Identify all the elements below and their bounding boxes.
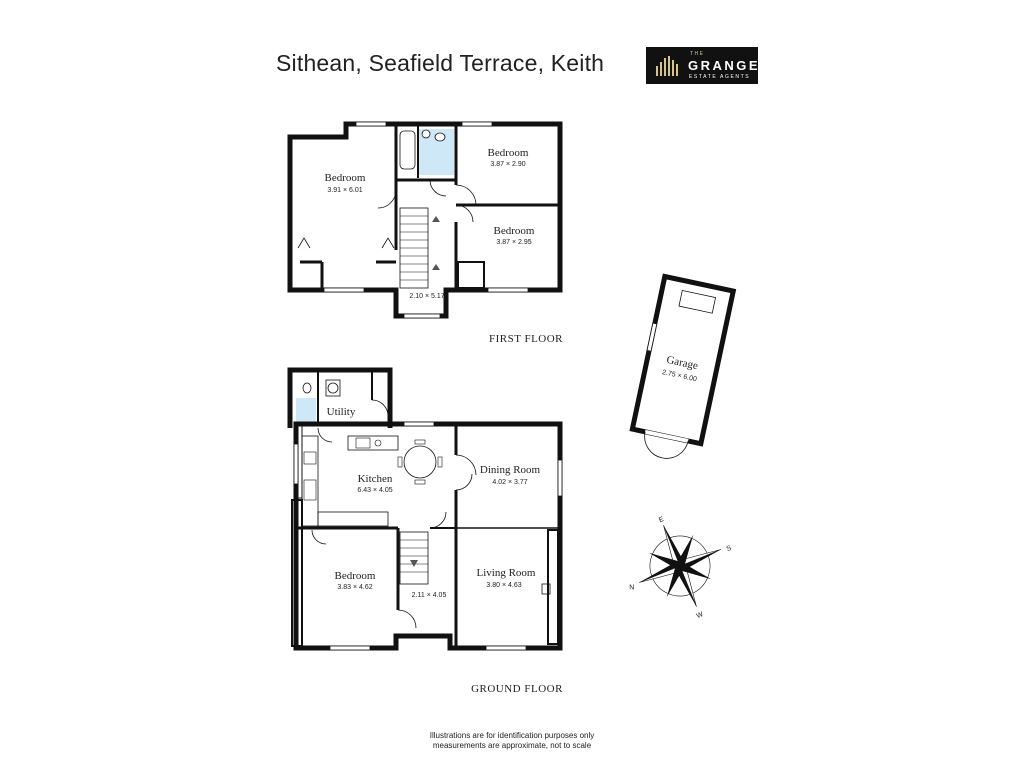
room-label: Living Room bbox=[477, 567, 536, 579]
room-label: Garage bbox=[665, 354, 699, 372]
room-label: Bedroom bbox=[488, 147, 529, 159]
room-dimensions: 2.75 × 6.00 bbox=[661, 369, 697, 383]
ground-floor-stairs bbox=[399, 531, 429, 585]
stairs-up-arrow-icon bbox=[432, 264, 440, 270]
agency-logo: THE GRANGE ESTATE AGENTS bbox=[646, 47, 758, 84]
floor-label: FIRST FLOOR bbox=[489, 333, 563, 345]
room-dimensions: 6.43 × 4.05 bbox=[357, 487, 392, 494]
sink-icon bbox=[421, 129, 431, 139]
room-label: Bedroom bbox=[325, 172, 366, 184]
room-label: Bedroom bbox=[494, 225, 535, 237]
compass-north-label: N bbox=[629, 584, 634, 591]
dining-table-icon bbox=[403, 445, 437, 479]
compass-west-label: W bbox=[696, 611, 705, 620]
room-dimensions: 2.11 × 4.05 bbox=[412, 592, 447, 599]
compass-rose-icon: N E S W bbox=[629, 516, 733, 620]
room-label: Bedroom bbox=[335, 570, 376, 582]
page-title: Sithean, Seafield Terrace, Keith bbox=[276, 50, 605, 76]
logo-line-3: ESTATE AGENTS bbox=[689, 74, 751, 80]
disclaimer-line-2: measurements are approximate, not to sca… bbox=[432, 741, 592, 750]
toilet-icon bbox=[434, 132, 446, 142]
room-dimensions: 3.83 × 4.62 bbox=[337, 584, 372, 591]
logo-bars-icon bbox=[656, 56, 678, 76]
stairs-down-arrow-icon bbox=[432, 216, 440, 222]
garage-plan: Garage 2.75 × 6.00 bbox=[629, 273, 737, 459]
first-floor-plan: Bedroom 3.91 × 6.01 Bedroom 3.87 × 2.90 … bbox=[287, 121, 563, 345]
room-label: Dining Room bbox=[480, 464, 541, 476]
first-floor-stairs bbox=[399, 207, 440, 289]
floor-label: GROUND FLOOR bbox=[471, 683, 563, 695]
stairs-down-arrow-icon bbox=[410, 560, 418, 567]
room-label: Utility bbox=[327, 406, 356, 418]
room-dimensions: 4.02 × 3.77 bbox=[492, 479, 527, 486]
room-dimensions: 3.87 × 2.90 bbox=[490, 161, 525, 168]
room-label: Kitchen bbox=[358, 473, 393, 485]
room-dimensions: 3.80 × 4.63 bbox=[486, 582, 521, 589]
bath-icon bbox=[399, 130, 416, 170]
compass-east-label: E bbox=[658, 516, 665, 524]
logo-line-2: GRANGE bbox=[688, 58, 761, 73]
logo-line-1: THE bbox=[690, 51, 705, 57]
disclaimer-line-1: Illustrations are for identification pur… bbox=[429, 731, 595, 740]
ground-floor-outer-wall bbox=[293, 421, 563, 651]
room-dimensions: 3.87 × 2.95 bbox=[496, 239, 531, 246]
ground-floor-plan: Utility Kitchen 6.43 × 4.05 Dining Room … bbox=[287, 367, 563, 695]
compass-south-label: S bbox=[726, 545, 733, 553]
disclaimer: Illustrations are for identification pur… bbox=[0, 731, 1024, 751]
room-dimensions: 2.10 × 5.17 bbox=[409, 293, 444, 300]
room-dimensions: 3.91 × 6.01 bbox=[327, 187, 362, 194]
